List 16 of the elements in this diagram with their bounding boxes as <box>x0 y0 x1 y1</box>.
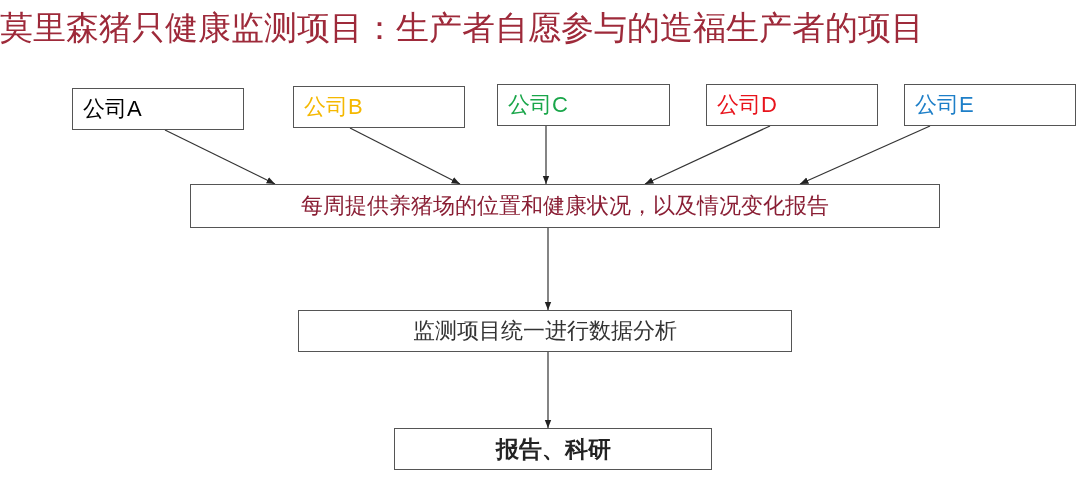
process-box: 监测项目统一进行数据分析 <box>298 310 792 352</box>
arrow <box>799 125 931 185</box>
process-box: 公司D <box>706 84 878 126</box>
arrow <box>544 351 552 429</box>
process-box: 公司C <box>497 84 670 126</box>
arrow <box>349 127 461 185</box>
arrow <box>542 125 550 185</box>
process-box: 公司B <box>293 86 465 128</box>
process-box: 报告、科研 <box>394 428 712 470</box>
process-box: 公司A <box>72 88 244 130</box>
arrow <box>164 129 276 185</box>
arrow <box>544 227 552 311</box>
process-box: 公司E <box>904 84 1076 126</box>
arrow <box>644 125 771 185</box>
title: 莫里森猪只健康监测项目：生产者自愿参与的造福生产者的项目 <box>0 7 924 49</box>
process-box: 每周提供养猪场的位置和健康状况，以及情况变化报告 <box>190 184 940 228</box>
